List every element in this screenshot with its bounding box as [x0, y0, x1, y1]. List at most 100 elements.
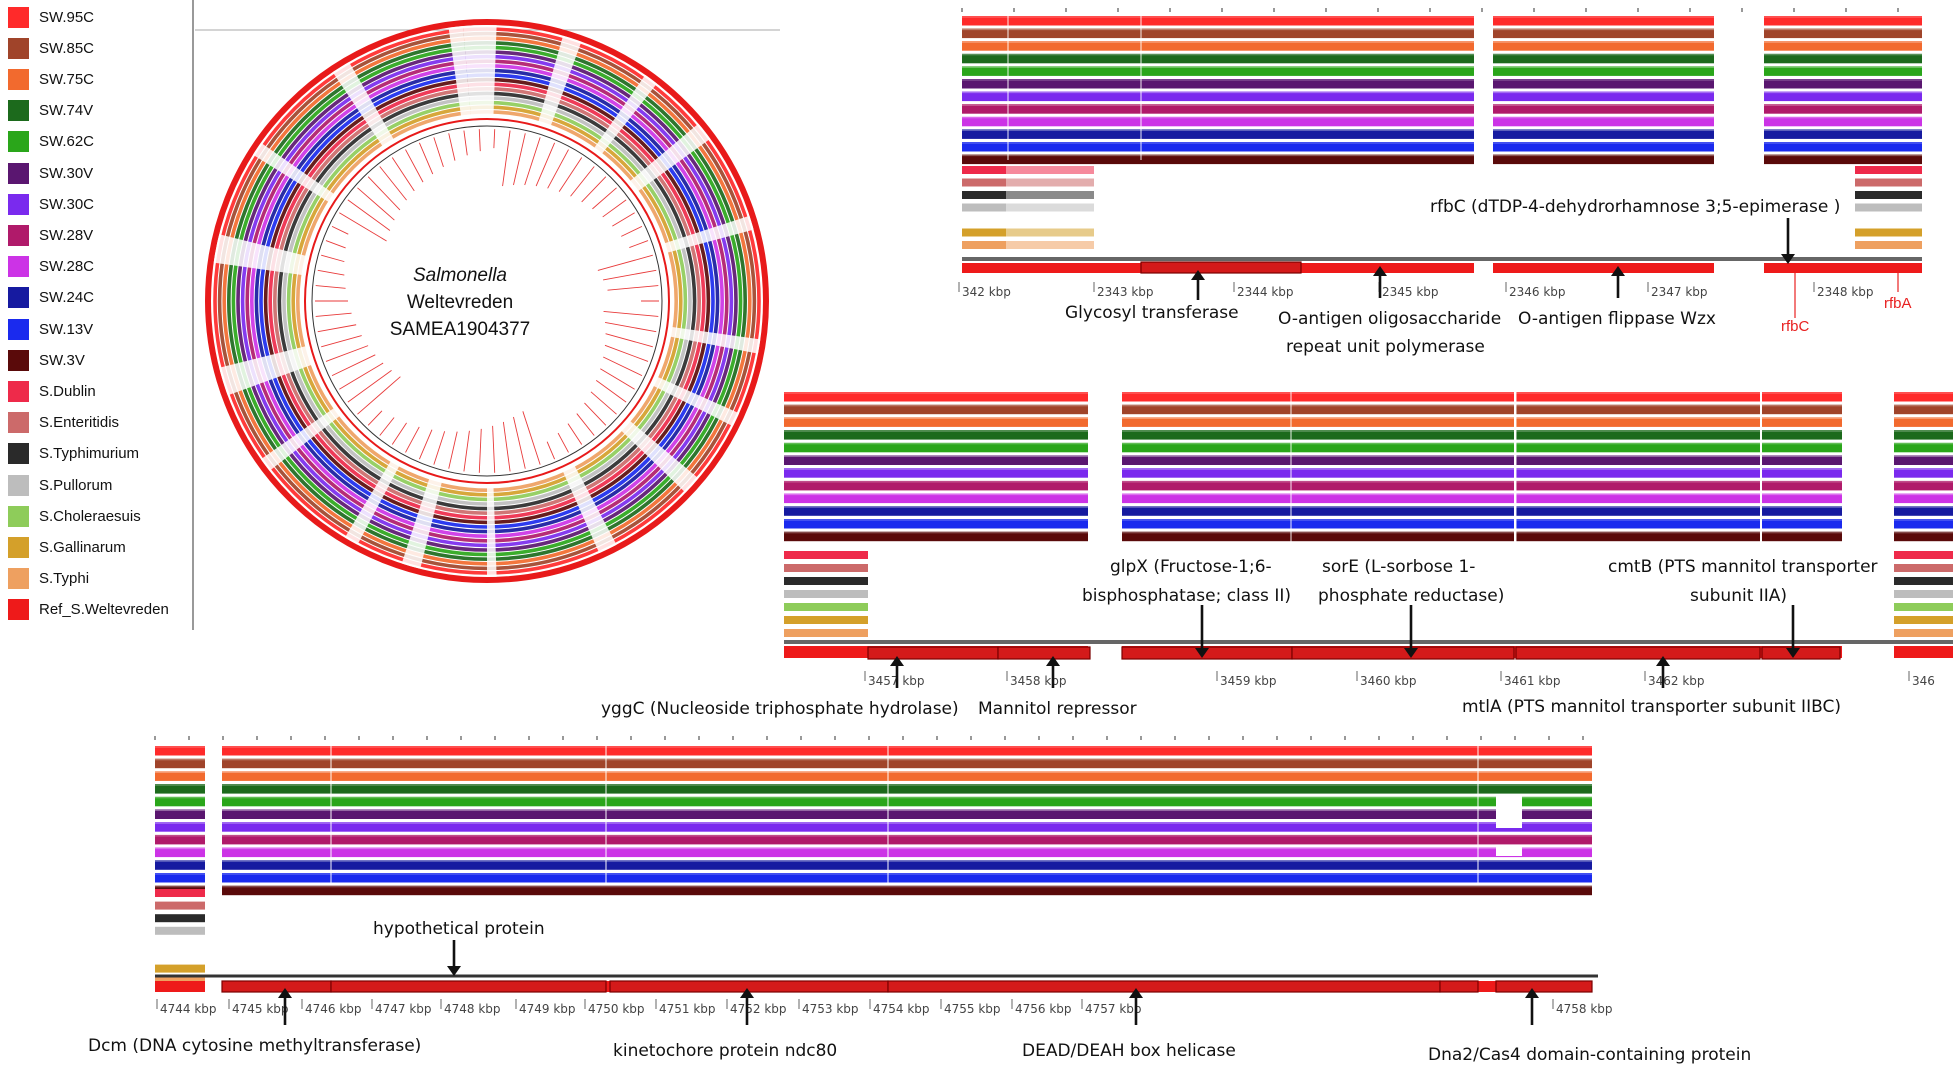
- inner-label-line: [592, 187, 617, 210]
- alignment-track-block: [784, 404, 1088, 415]
- reference-track-block: [1855, 203, 1922, 212]
- axis-tick-label: 2345 kbp: [1382, 285, 1439, 299]
- axis-tick-label: 4745 kbp: [232, 1002, 289, 1016]
- alignment-track-block: [784, 531, 1088, 542]
- axis-tick-label: 342 kbp: [962, 285, 1011, 299]
- axis-tick-label: 2347 kbp: [1651, 285, 1708, 299]
- legend-label: S.Choleraesuis: [39, 507, 141, 525]
- alignment-track-block: [1894, 455, 1953, 465]
- inner-label-line: [391, 157, 415, 192]
- reference-track-block: [155, 901, 205, 910]
- inner-label-line: [331, 354, 376, 377]
- alignment-track-block: [1762, 468, 1842, 478]
- alignment-track-block: [1516, 493, 1760, 504]
- ring-gap: [260, 407, 341, 471]
- legend-label: S.Dublin: [39, 382, 96, 400]
- inner-label-line: [478, 129, 481, 152]
- reference-track-block: [1855, 241, 1922, 249]
- legend-item: SW.24C: [8, 286, 94, 310]
- axis-tick-label: 4747 kbp: [375, 1002, 432, 1016]
- glpx-annotation-line2: bisphosphatase; class II): [1082, 586, 1291, 606]
- alignment-track-block: [1764, 154, 1922, 165]
- alignment-track-block: [1894, 468, 1953, 478]
- alignment-track-block: [784, 430, 1088, 440]
- reference-track-block: [962, 178, 1006, 187]
- alignment-track-block: [1894, 404, 1953, 415]
- legend-swatch: [8, 224, 29, 246]
- ring-inner: [304, 118, 670, 484]
- legend-item: SW.95C: [8, 5, 94, 29]
- alignment-track-block: [222, 758, 1592, 769]
- alignment-track-block: [1493, 129, 1714, 139]
- panel3-annotations: hypothetical protein Dcm (DNA cytosine m…: [88, 919, 1751, 1065]
- alignment-track-block: [1516, 404, 1760, 415]
- inner-label-line: [391, 422, 407, 445]
- alignment-track-block: [1894, 442, 1953, 453]
- alignment-track-block: [1762, 493, 1842, 504]
- alignment-track-block: [1764, 116, 1922, 127]
- ring-gap: [332, 61, 394, 147]
- axis-tick-label: 2346 kbp: [1509, 285, 1566, 299]
- ring-gap: [344, 460, 400, 545]
- ring-reference: [205, 19, 769, 583]
- alignment-track-block: [1764, 79, 1922, 89]
- ring-gap: [487, 486, 497, 577]
- ring-gap: [663, 215, 754, 253]
- annotation-arrow-head: [278, 988, 292, 998]
- sore-annotation-line2: phosphate reductase): [1318, 586, 1504, 606]
- legend-item: SW.30C: [8, 192, 94, 216]
- alignment-track-block: [222, 847, 1592, 858]
- alignment-track-block: [1762, 531, 1842, 542]
- ring-gap: [538, 35, 582, 127]
- annotation-arrow-head: [1191, 270, 1205, 280]
- legend-swatch: [8, 318, 29, 340]
- reference-track-block: [784, 577, 868, 585]
- annotation-arrow-head: [1656, 656, 1670, 666]
- alignment-track-block: [1493, 104, 1714, 114]
- inner-label-line: [463, 430, 470, 472]
- alignment-track-block: [1516, 531, 1760, 542]
- inner-label-line: [317, 324, 357, 333]
- legend-item: S.Gallinarum: [8, 535, 126, 559]
- inner-label-line: [597, 254, 653, 271]
- axis-tick-label: 4751 kbp: [659, 1002, 716, 1016]
- legend-swatch: [8, 474, 29, 496]
- sore-annotation-line1: sorE (L-sorbose 1-: [1322, 557, 1475, 577]
- legend-label: S.Typhimurium: [39, 445, 140, 463]
- legend-label: SW.30V: [39, 164, 94, 182]
- alignment-track-block: [784, 480, 1088, 491]
- alignment-track-block: [1762, 480, 1842, 491]
- alignment-track-block: [1493, 154, 1714, 165]
- annotation-arrow-head: [1046, 656, 1060, 666]
- inner-label-line: [567, 423, 583, 445]
- reference-genome-block: [1894, 646, 1953, 658]
- inner-label-line: [315, 312, 352, 317]
- inner-label-line: [379, 166, 407, 201]
- alignment-track-block: [784, 506, 1088, 516]
- alignment-track-block: [1122, 531, 1514, 542]
- inner-label-line: [522, 411, 541, 465]
- legend-item: SW.75C: [8, 67, 94, 91]
- alignment-track-block: [222, 746, 1592, 756]
- alignment-track-block: [1894, 480, 1953, 491]
- inner-label-line: [547, 149, 569, 189]
- reference-track-block: [1006, 228, 1094, 237]
- alignment-track-block: [1493, 142, 1714, 152]
- reference-track-block: [784, 551, 868, 559]
- alignment-track-block: [1894, 430, 1953, 440]
- oantigen-annotation-line2: repeat unit polymerase: [1286, 337, 1485, 357]
- legend-label: SW.85C: [39, 39, 95, 57]
- axis-tick-label: 346: [1912, 674, 1935, 688]
- ring-gap: [448, 26, 471, 117]
- gene-feature: [1515, 646, 1761, 660]
- gene-feature: [1291, 646, 1515, 660]
- legend-swatch: [8, 193, 29, 215]
- inner-label-line: [339, 212, 387, 242]
- rfbc-annotation: rfbC (dTDP-4-dehydrorhamnose 3;5-epimera…: [1430, 197, 1840, 217]
- alignment-track-block: [1894, 417, 1953, 427]
- alignment-track-block: [1493, 16, 1714, 26]
- inner-label-line: [590, 391, 617, 415]
- axis-tick-label: 4754 kbp: [873, 1002, 930, 1016]
- alignment-track-block: [1122, 506, 1514, 516]
